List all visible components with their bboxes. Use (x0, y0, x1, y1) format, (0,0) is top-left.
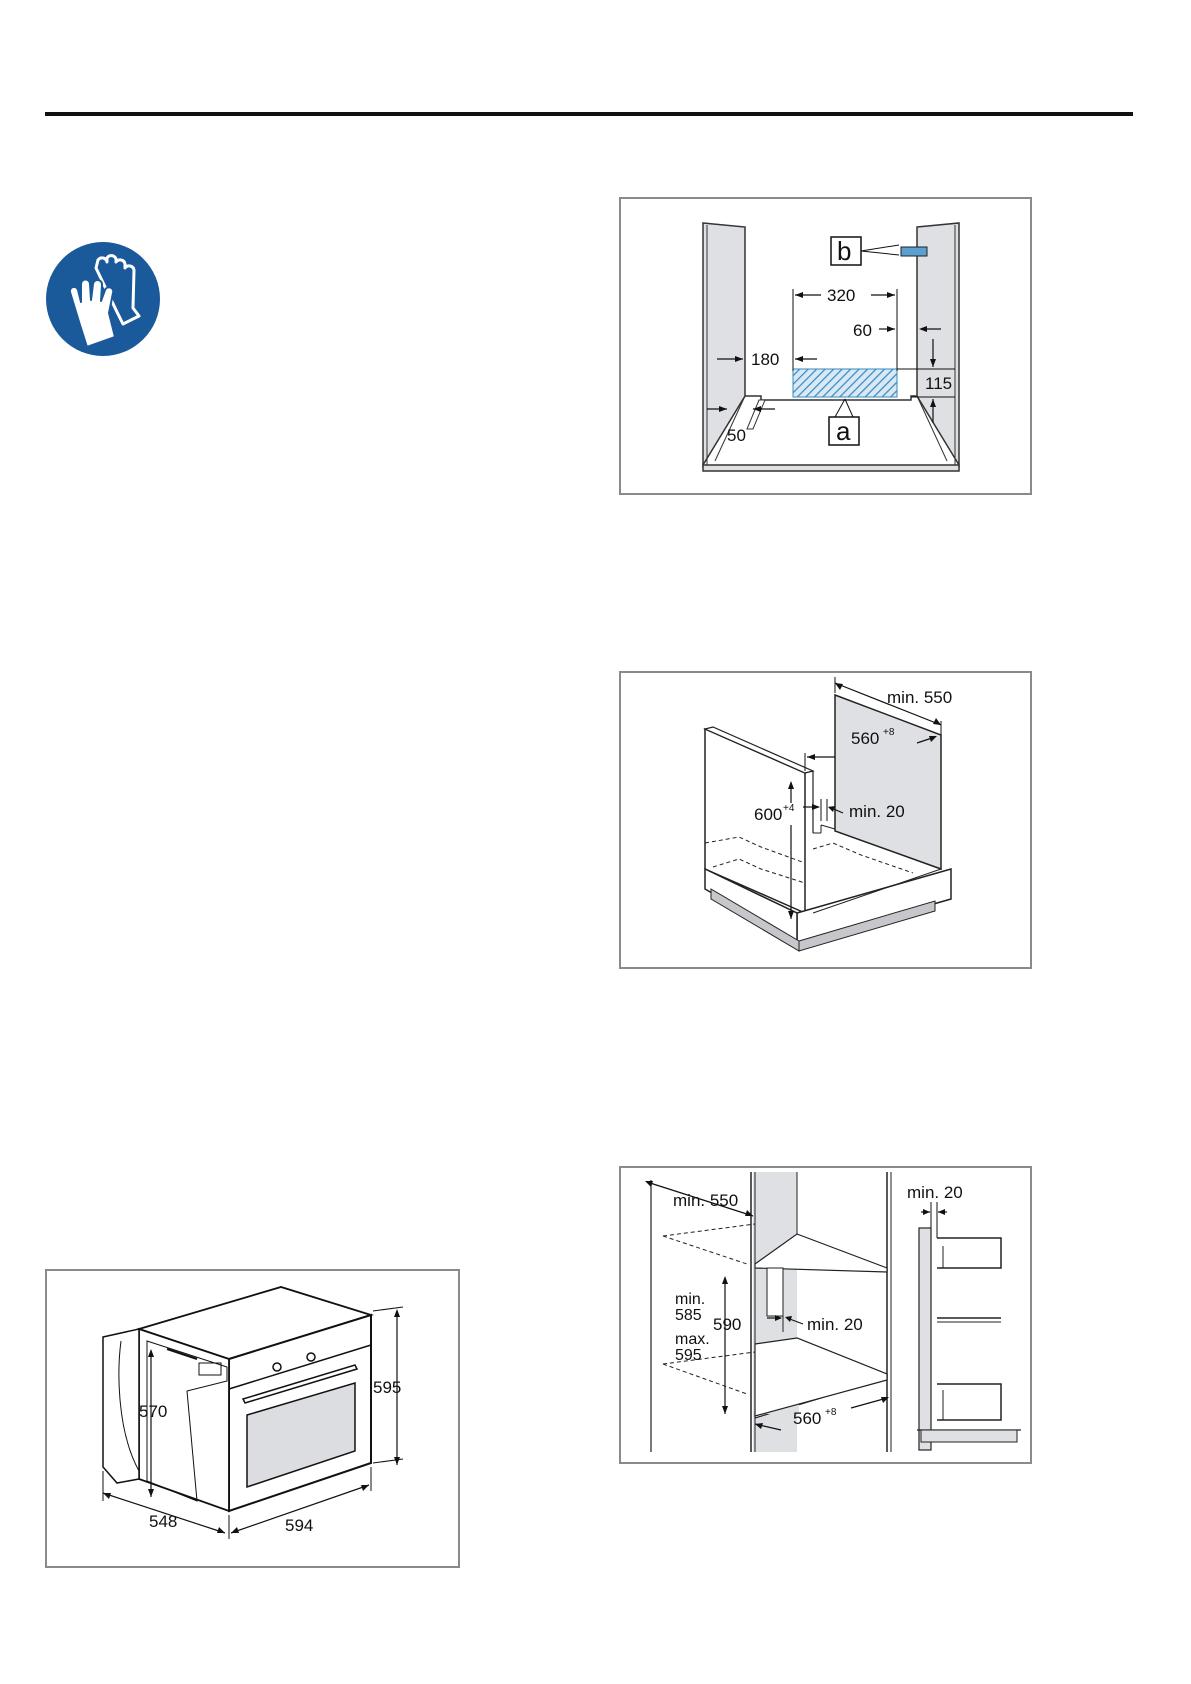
dim-320: 320 (827, 286, 855, 305)
protective-gloves-icon (44, 240, 162, 358)
dim-600-tol: +4 (783, 803, 795, 814)
dim-585: 585 (675, 1307, 702, 1324)
knob-left (272, 1362, 282, 1372)
dim-min-550: min. 550 (673, 1191, 738, 1210)
dim-570: 570 (139, 1402, 167, 1421)
oven-dimensions-diagram: 595 570 548 594 (45, 1269, 460, 1568)
dim-180: 180 (751, 350, 779, 369)
callout-b-label: b (837, 236, 851, 266)
cutout-diagram: 320 60 180 115 50 a b (619, 197, 1032, 495)
upper-shelf (754, 1233, 888, 1273)
ventilation-cutout-area (792, 368, 898, 398)
dim-590: 590 (713, 1315, 741, 1334)
dim-min-label: min. (675, 1291, 705, 1308)
back-panel (834, 693, 942, 871)
dim-560-tol: +8 (883, 727, 895, 738)
tall-unit-diagram: min. 550 min. 20 min. 585 590 max. 595 m… (619, 1166, 1032, 1464)
side-panel-elevation (918, 1227, 932, 1451)
callout-a (828, 416, 860, 446)
dim-115: 115 (925, 374, 952, 393)
dim-50: 50 (727, 426, 746, 445)
dim-60: 60 (853, 321, 872, 340)
dim-595: 595 (373, 1378, 401, 1397)
undercounter-diagram: min. 550 560 +8 600 +4 min. 20 (619, 671, 1032, 969)
callout-a-label: a (836, 416, 851, 446)
header-rule (45, 112, 1133, 116)
door-handle (241, 1364, 359, 1404)
dim-min-20: min. 20 (849, 802, 905, 821)
dim-min-550: min. 550 (887, 688, 952, 707)
dim-560: 560 (851, 729, 879, 748)
dim-595: 595 (675, 1347, 702, 1364)
oven-window (246, 1381, 356, 1489)
dim-max-label: max. (675, 1331, 710, 1348)
callout-b (830, 236, 862, 266)
dim-600: 600 (754, 805, 782, 824)
right-side-wall (916, 222, 960, 468)
dim-min-20-top: min. 20 (907, 1183, 963, 1202)
dim-560: 560 (793, 1409, 821, 1428)
bracket-part (900, 246, 928, 257)
dim-min-20-side: min. 20 (807, 1315, 863, 1334)
dim-548: 548 (149, 1512, 177, 1531)
dim-594: 594 (285, 1516, 313, 1535)
dim-560-tol: +8 (825, 1407, 837, 1418)
knob-right (306, 1352, 316, 1362)
